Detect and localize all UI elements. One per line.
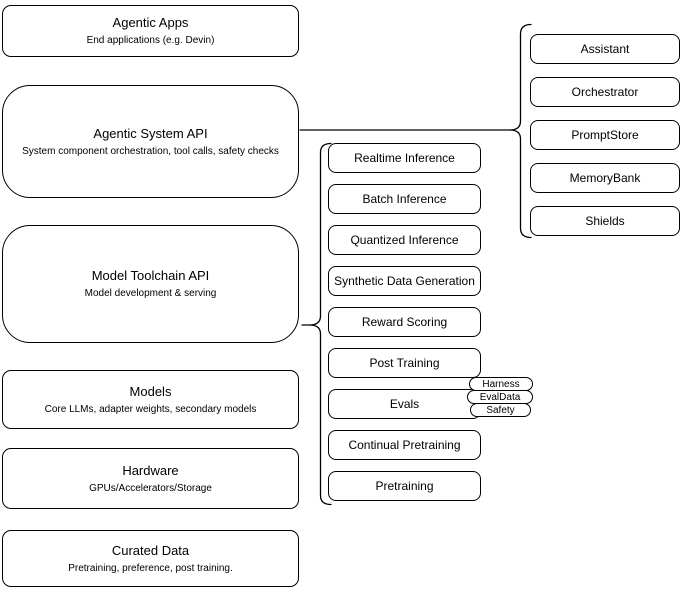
box-subtitle: Core LLMs, adapter weights, secondary mo… xyxy=(44,403,257,415)
box-agentic-apps: Agentic Apps End applications (e.g. Devi… xyxy=(2,5,299,57)
box-agentic-system-api: Agentic System API System component orch… xyxy=(2,85,299,198)
box-orchestrator: Orchestrator xyxy=(530,77,680,107)
box-title: Hardware xyxy=(122,462,179,478)
box-models: Models Core LLMs, adapter weights, secon… xyxy=(2,370,299,429)
pill-harness: Harness xyxy=(469,377,533,391)
box-subtitle: System component orchestration, tool cal… xyxy=(22,145,279,157)
system-components-brace xyxy=(509,23,532,239)
box-subtitle: End applications (e.g. Devin) xyxy=(86,35,215,46)
box-subtitle: GPUs/Accelerators/Storage xyxy=(89,482,212,494)
pill-safety: Safety xyxy=(470,403,531,417)
box-curated-data: Curated Data Pretraining, preference, po… xyxy=(2,530,299,587)
box-assistant: Assistant xyxy=(530,34,680,64)
box-evals: Evals xyxy=(328,389,481,419)
box-subtitle: Pretraining, preference, post training. xyxy=(68,562,233,574)
box-promptstore: PromptStore xyxy=(530,120,680,150)
box-continual-pretraining: Continual Pretraining xyxy=(328,430,481,460)
box-post-training: Post Training xyxy=(328,348,481,378)
box-memorybank: MemoryBank xyxy=(530,163,680,193)
box-shields: Shields xyxy=(530,206,680,236)
box-title: Agentic Apps xyxy=(112,15,189,30)
system-component-list: Assistant Orchestrator PromptStore Memor… xyxy=(530,34,680,236)
box-model-toolchain-api: Model Toolchain API Model development & … xyxy=(2,225,299,343)
toolchain-item-list: Realtime Inference Batch Inference Quant… xyxy=(328,143,481,501)
box-subtitle: Model development & serving xyxy=(84,288,217,299)
box-title: Model Toolchain API xyxy=(91,268,210,283)
box-title: Models xyxy=(129,383,172,399)
box-realtime-inference: Realtime Inference xyxy=(328,143,481,173)
box-synthetic-data-generation: Synthetic Data Generation xyxy=(328,266,481,296)
box-batch-inference: Batch Inference xyxy=(328,184,481,214)
box-quantized-inference: Quantized Inference xyxy=(328,225,481,255)
box-reward-scoring: Reward Scoring xyxy=(328,307,481,337)
box-hardware: Hardware GPUs/Accelerators/Storage xyxy=(2,448,299,509)
box-pretraining: Pretraining xyxy=(328,471,481,501)
pill-evaldata: EvalData xyxy=(467,390,533,404)
box-title: Agentic System API xyxy=(93,125,208,141)
box-title: Curated Data xyxy=(111,542,190,558)
